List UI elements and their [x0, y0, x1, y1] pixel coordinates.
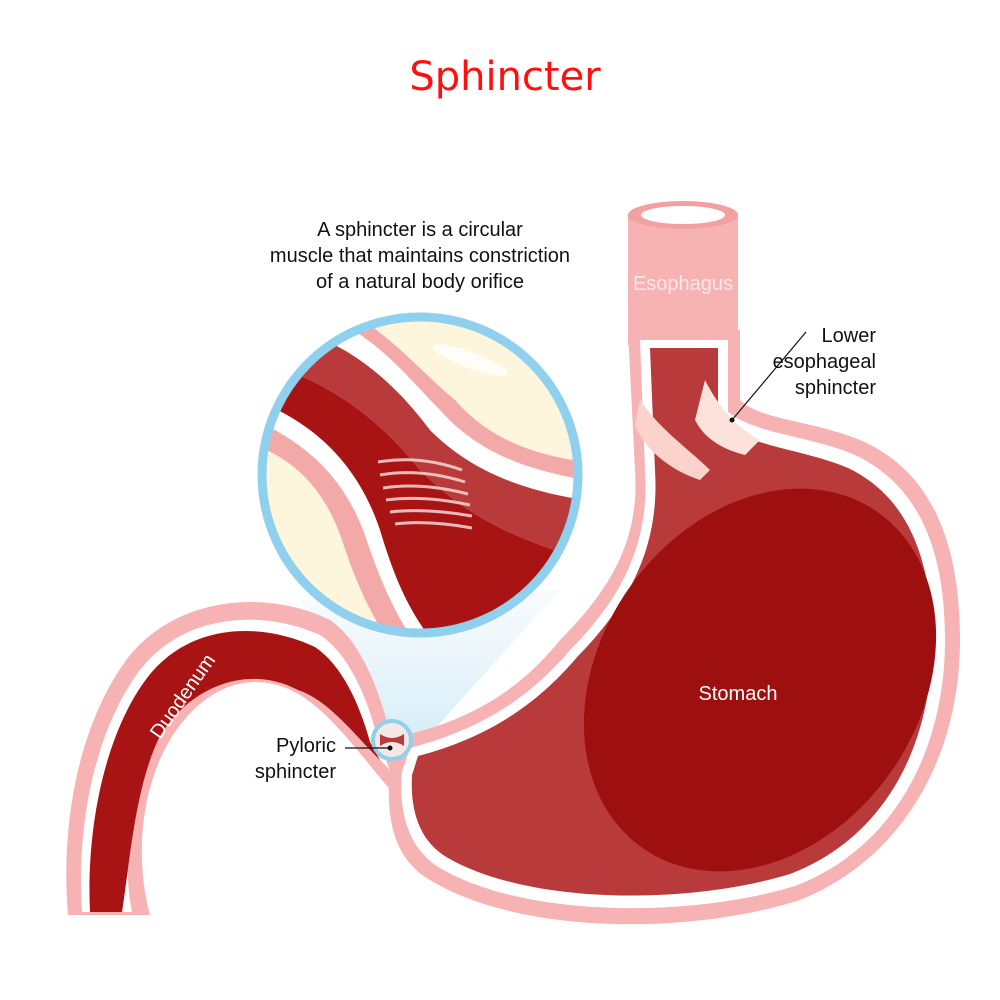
lower-sphincter-leader	[731, 331, 807, 421]
magnifier	[257, 312, 583, 638]
lower-sphincter-label-line: Lower	[822, 325, 877, 347]
sphincter-folds	[377, 458, 473, 530]
pyloric-sphincter-label-line: sphincter	[255, 761, 336, 783]
lower-esophageal-sphincter	[695, 380, 760, 455]
pyloric-leader-dot	[387, 745, 393, 751]
stomach-label: Stomach	[699, 683, 778, 705]
esophagus	[628, 201, 738, 345]
pyloric-sphincter-constriction	[380, 734, 404, 746]
esophagus-label: Esophagus	[633, 273, 733, 295]
lower-sphincter-label: Lower esophageal sphincter	[773, 325, 877, 399]
description-line: A sphincter is a circular	[317, 219, 523, 241]
description: A sphincter is a circular muscle that ma…	[270, 219, 570, 293]
lower-sphincter-label-line: esophageal	[773, 351, 876, 373]
stomach-inner	[583, 488, 937, 872]
duodenum	[66, 602, 405, 915]
lower-esophageal-sphincter-shade	[635, 400, 710, 480]
pyloric-sphincter-label: Pyloric sphincter	[255, 735, 336, 783]
description-line: muscle that maintains constriction	[270, 245, 570, 267]
pyloric-sphincter-label-line: Pyloric	[276, 735, 336, 757]
lower-sphincter-leader-dot	[729, 417, 735, 423]
page-title: Sphincter	[409, 54, 601, 100]
lower-sphincter-label-line: sphincter	[795, 377, 876, 399]
description-line: of a natural body orifice	[316, 271, 524, 293]
